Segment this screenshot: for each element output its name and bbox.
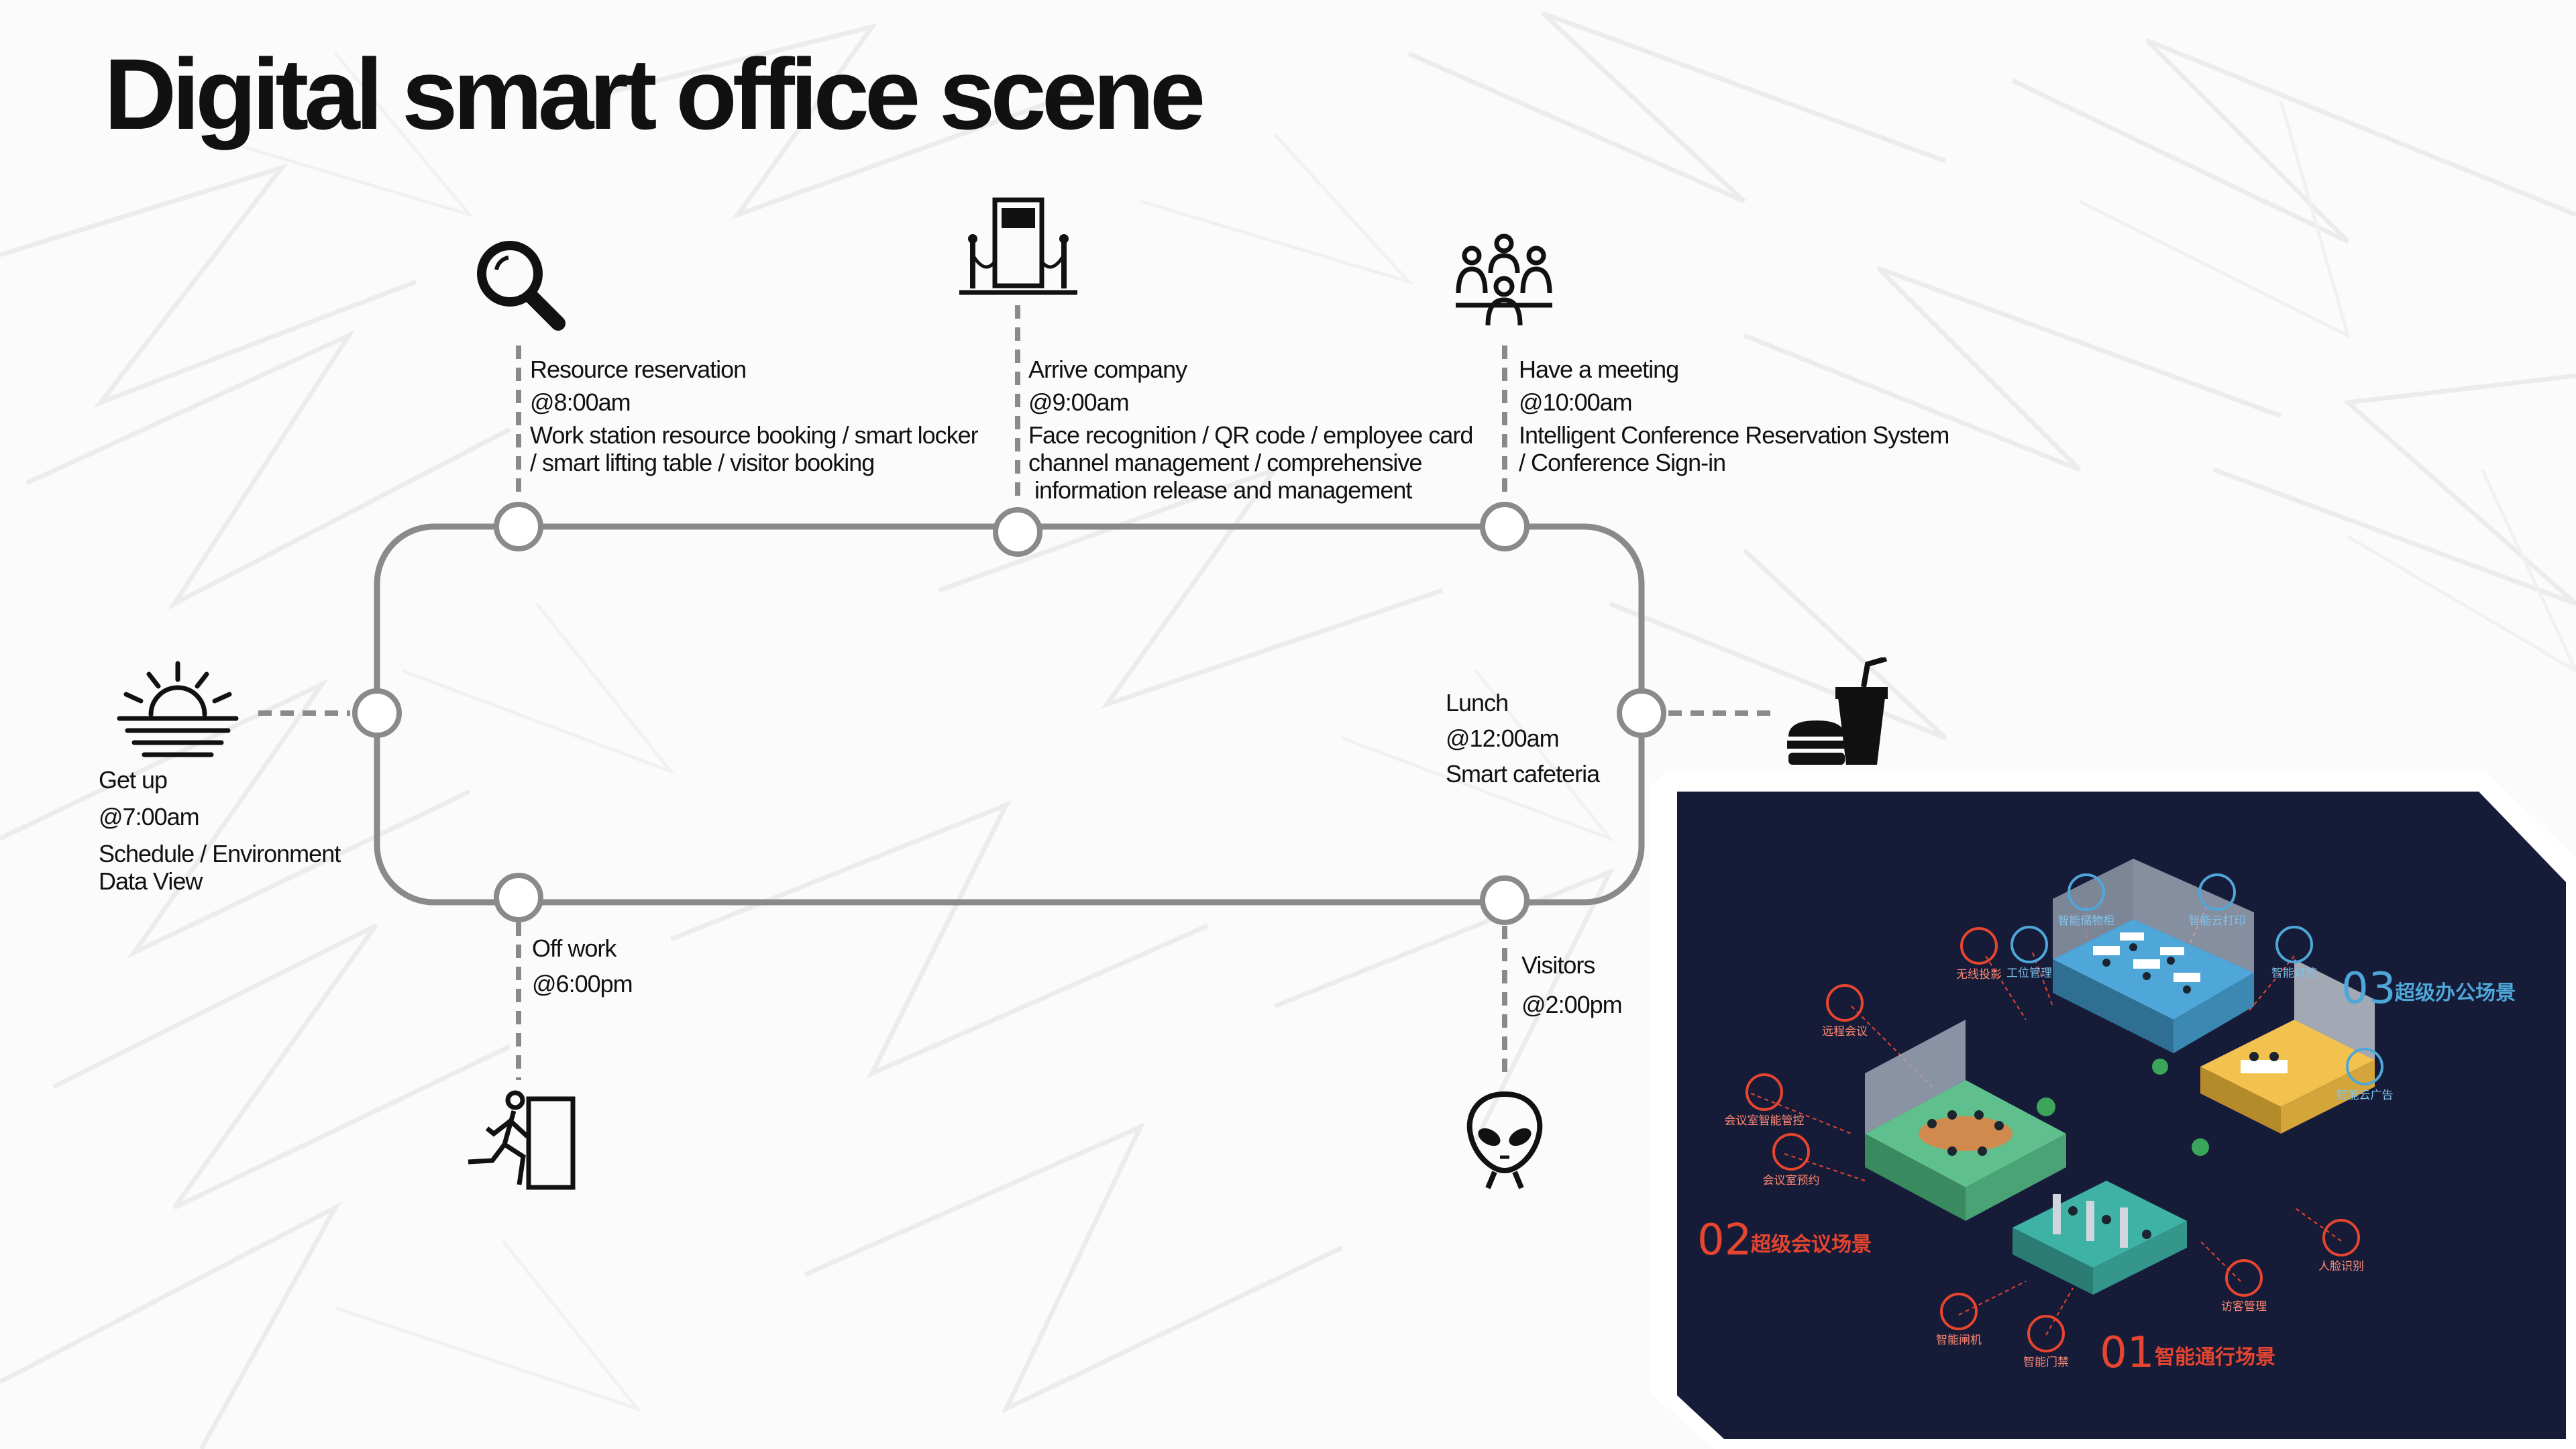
resource-time: @8:00am: [530, 388, 631, 417]
visitors-name: Visitors: [1521, 951, 1595, 979]
label-lunch: Lunch @12:00am Smart cafeteria: [1446, 689, 1600, 788]
office-room-yellow: [2200, 959, 2375, 1134]
resource-desc-2: / smart lifting table / visitor booking: [530, 449, 875, 477]
node-visitors: [1480, 875, 1529, 925]
callout-room-booking: 会议室预约: [1763, 1174, 1820, 1187]
office-room-03: [2053, 859, 2254, 1053]
scene-01-num: 01: [2100, 1328, 2154, 1378]
callout-storage: 智能储物柜: [2058, 914, 2115, 928]
alien-icon: [1466, 1091, 1543, 1189]
scene-03-label: 超级办公场景: [2395, 981, 2516, 1005]
callout-remote: 远程会议: [1822, 1025, 1868, 1038]
getup-desc-2: Data View: [99, 867, 203, 896]
getup-time: @7:00am: [99, 803, 200, 831]
node-getup: [352, 688, 402, 738]
node-resource: [494, 502, 543, 551]
label-meeting: Have a meeting @10:00am Intelligent Conf…: [1519, 356, 1949, 476]
lunch-name: Lunch: [1446, 689, 1509, 716]
callout-projection: 无线投影: [1956, 968, 2002, 981]
lunch-desc-1: Smart cafeteria: [1446, 760, 1600, 788]
scene-01-label: 智能通行场景: [2155, 1346, 2275, 1369]
meeting-people-icon: [1456, 233, 1552, 326]
lighting-icon: [2275, 926, 2313, 963]
offwork-name: Off work: [532, 934, 616, 962]
arrive-time: @9:00am: [1028, 388, 1130, 417]
visitors-time: @2:00pm: [1521, 991, 1623, 1019]
getup-name: Get up: [99, 766, 168, 794]
resource-name: Resource reservation: [530, 356, 747, 383]
getup-desc-1: Schedule / Environment: [99, 840, 341, 868]
label-arrive: Arrive company @9:00am Face recognition …: [1028, 356, 1473, 504]
storage-locker-icon: [2068, 873, 2105, 911]
visitor-management-icon: [2225, 1259, 2263, 1297]
callout-visitor: 访客管理: [2221, 1300, 2267, 1313]
cloud-print-icon: [2198, 873, 2236, 911]
callout-lighting: 智能灯控: [2271, 967, 2317, 980]
meeting-time: @10:00am: [1519, 388, 1633, 417]
access-door-icon: [2027, 1315, 2065, 1352]
label-getup: Get up @7:00am Schedule / Environment Da…: [99, 766, 341, 896]
callout-room-control: 会议室智能管控: [1725, 1114, 1805, 1128]
callout-turnstile: 智能闸机: [1936, 1334, 1982, 1347]
page-title: Digital smart office scene: [104, 38, 1205, 150]
node-offwork: [494, 873, 543, 922]
office-room-02: [1865, 1020, 2066, 1221]
callout-cloud-ad: 智能云广告: [2337, 1089, 2394, 1102]
callout-face: 人脸识别: [2318, 1260, 2364, 1273]
remote-meeting-icon: [1826, 984, 1864, 1022]
arrive-name: Arrive company: [1028, 356, 1187, 383]
exit-door-icon: [468, 1090, 576, 1190]
callout-workstation: 工位管理: [2006, 967, 2052, 980]
lunch-time: @12:00am: [1446, 724, 1560, 753]
scene-02-label: 超级会议场景: [1751, 1233, 1872, 1256]
label-resource: Resource reservation @8:00am Work statio…: [530, 356, 979, 477]
scene-03-num: 03: [2341, 964, 2396, 1014]
meeting-name: Have a meeting: [1519, 356, 1679, 383]
offwork-time: @6:00pm: [532, 970, 633, 998]
node-arrive: [993, 507, 1042, 557]
meeting-desc-1: Intelligent Conference Reservation Syste…: [1519, 421, 1949, 449]
node-meeting: [1480, 502, 1529, 551]
label-offwork: Off work @6:00pm: [532, 934, 633, 998]
burger-drink-icon: [1787, 657, 1888, 765]
illustration-panel: [1677, 792, 2566, 1439]
resource-desc-1: Work station resource booking / smart lo…: [530, 421, 979, 449]
arrive-desc-3: information release and management: [1028, 476, 1412, 504]
node-lunch: [1617, 688, 1666, 738]
turnstile-icon: [1940, 1293, 1978, 1330]
smart-office-illustration: 智能储物柜 智能云打印 无线投影 工位管理 智能灯控 远程会议 会议室智能管控 …: [1650, 771, 2576, 1449]
arrive-desc-2: channel management / comprehensive: [1028, 449, 1422, 477]
cloud-ad-icon: [2346, 1048, 2383, 1085]
room-booking-icon: [1772, 1133, 1810, 1171]
workstation-icon: [2010, 926, 2048, 963]
label-visitors: Visitors @2:00pm: [1521, 951, 1623, 1019]
kiosk-gate-icon: [959, 197, 1077, 295]
face-recognition-icon: [2322, 1219, 2360, 1256]
callout-door: 智能门禁: [2023, 1356, 2069, 1369]
sunrise-icon: [117, 661, 239, 757]
magnifier-icon: [477, 241, 566, 331]
projector-icon: [1960, 927, 1998, 965]
room-control-icon: [1746, 1073, 1783, 1111]
office-room-01: [2012, 1181, 2187, 1295]
callout-print: 智能云打印: [2189, 914, 2246, 928]
scene-02-num: 02: [1697, 1216, 1752, 1265]
meeting-desc-2: / Conference Sign-in: [1519, 449, 1726, 477]
arrive-desc-1: Face recognition / QR code / employee ca…: [1028, 421, 1473, 449]
